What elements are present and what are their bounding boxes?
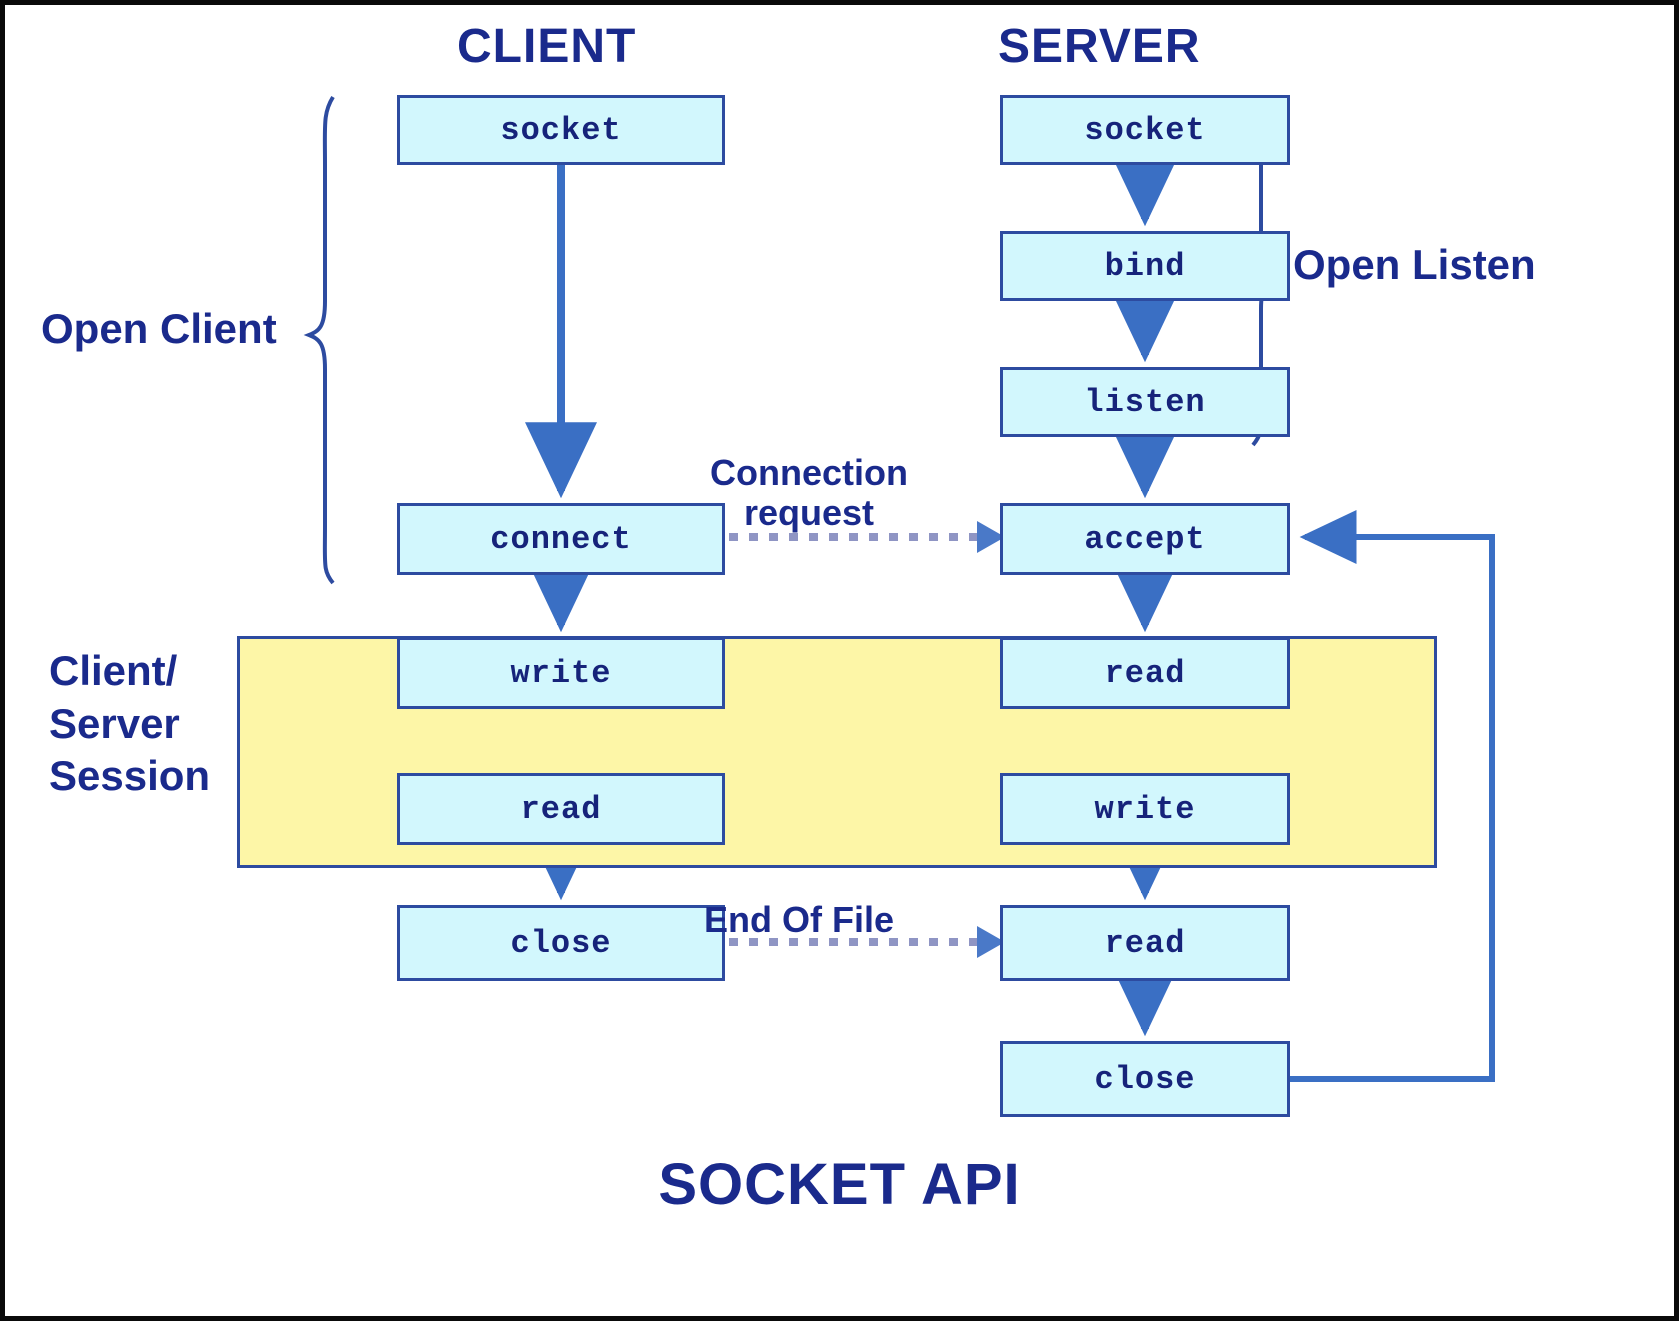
box-client-connect[interactable]: connect — [397, 503, 725, 575]
box-server-socket[interactable]: socket — [1000, 95, 1290, 165]
label-open-listen: Open Listen — [1293, 241, 1536, 288]
column-title-server: SERVER — [998, 20, 1201, 73]
label-connection-request: Connection request — [710, 452, 908, 533]
box-server-accept[interactable]: accept — [1000, 503, 1290, 575]
box-server-write[interactable]: write — [1000, 773, 1290, 845]
box-server-listen[interactable]: listen — [1000, 367, 1290, 437]
box-server-bind[interactable]: bind — [1000, 231, 1290, 301]
brace-open-client — [303, 95, 335, 585]
column-title-client: CLIENT — [457, 20, 637, 73]
diagram-title: SOCKET API — [658, 1152, 1021, 1217]
box-client-read[interactable]: read — [397, 773, 725, 845]
box-server-read[interactable]: read — [1000, 637, 1290, 709]
box-client-close[interactable]: close — [397, 905, 725, 981]
label-end-of-file: End Of File — [703, 899, 894, 940]
label-client-server-session: Client/ Server Session — [49, 647, 211, 799]
box-client-socket[interactable]: socket — [397, 95, 725, 165]
box-server-close[interactable]: close — [1000, 1041, 1290, 1117]
box-server-read2[interactable]: read — [1000, 905, 1290, 981]
label-open-client: Open Client — [41, 305, 277, 352]
box-client-write[interactable]: write — [397, 637, 725, 709]
